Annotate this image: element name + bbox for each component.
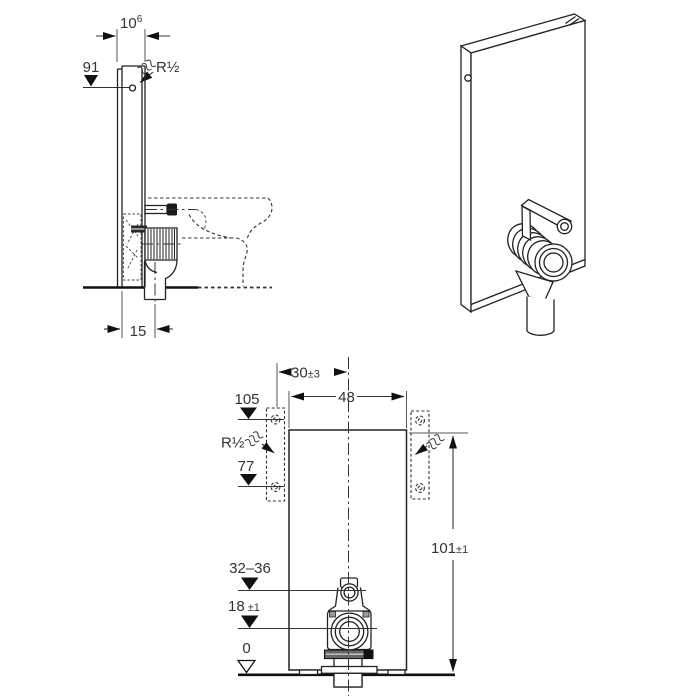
iso-mounting-bracket xyxy=(520,198,573,242)
toilet-outline xyxy=(148,197,273,286)
flush-pipe-side xyxy=(144,203,207,230)
dim-outlet-offset: 15 xyxy=(104,291,173,340)
iso-panel-front-face xyxy=(470,19,586,313)
water-connection-side: R½ xyxy=(128,56,180,92)
iso-view xyxy=(459,13,587,336)
iso-panel-side-face xyxy=(460,44,472,314)
level-0-marker xyxy=(236,659,257,674)
level-32-36-label: 32–36 xyxy=(229,560,271,577)
drain-elbow-side xyxy=(143,259,178,306)
dim-101-label: 101±1 xyxy=(431,540,468,557)
water-connection-circle xyxy=(128,84,137,92)
clamp-bar-lock xyxy=(363,650,373,659)
level-105-label: 105 xyxy=(234,391,259,408)
dim-width-48: 48 xyxy=(288,389,407,428)
level-18-label: 18 ±1 xyxy=(228,598,260,615)
flex-hose-icon-right xyxy=(424,431,446,452)
dim-15-label: 15 xyxy=(130,323,147,340)
flex-hose-icon xyxy=(135,56,158,78)
level-32-36-marker xyxy=(241,577,259,590)
level-0-label: 0 xyxy=(242,640,250,657)
dim-48-label: 48 xyxy=(338,389,355,406)
iso-drain-pipe xyxy=(526,296,555,336)
flush-bellows-side xyxy=(141,227,183,261)
dim-30-label: 30±3 xyxy=(291,365,320,382)
flex-hose-icon-left xyxy=(243,428,265,449)
level-91-label: 91 xyxy=(83,59,100,76)
dim-offset-30: 30±3 xyxy=(276,363,347,407)
iso-drain-assembly xyxy=(507,198,573,336)
level-77: 77 xyxy=(238,458,284,488)
level-18: 18 ±1 xyxy=(228,598,260,628)
level-32-36: 32–36 xyxy=(229,560,271,590)
water-connection-label-left: R½ xyxy=(221,428,275,454)
dim-depth: 106 xyxy=(96,14,170,62)
level-105: 105 xyxy=(234,391,284,421)
level-0: 0 xyxy=(236,640,257,674)
r-half-label-side: R½ xyxy=(156,59,180,76)
foot-right xyxy=(387,669,406,676)
level-77-marker xyxy=(240,474,257,486)
front-view: 30±3 48 105 R½ 77 xyxy=(221,357,468,696)
iso-flush-connector-rings xyxy=(534,243,573,282)
dim-height-101: 101±1 xyxy=(409,432,468,672)
dim-depth-label: 106 xyxy=(120,14,143,32)
level-18-marker xyxy=(241,615,259,628)
level-91-marker xyxy=(84,75,98,87)
base-plate xyxy=(320,665,378,674)
level-91: 91 xyxy=(83,59,130,89)
foot-left xyxy=(298,669,319,676)
module-panel-side xyxy=(116,65,147,287)
right-connection-zone xyxy=(410,410,446,500)
r-half-label-front: R½ xyxy=(221,435,245,452)
level-77-label: 77 xyxy=(238,458,255,475)
cistern-internals xyxy=(123,213,142,281)
iso-water-connection-hole xyxy=(464,74,472,82)
iso-panel xyxy=(459,13,587,314)
level-105-marker xyxy=(240,407,257,419)
side-view: 106 91 R½ xyxy=(83,14,273,340)
